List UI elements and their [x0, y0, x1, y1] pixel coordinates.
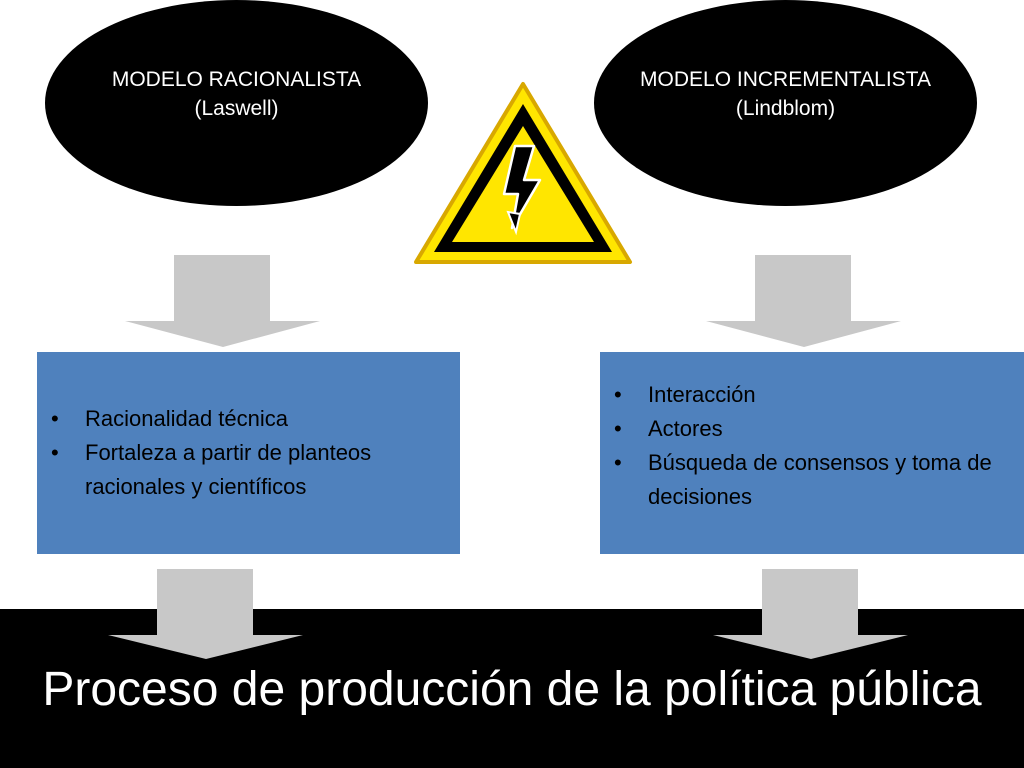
list-item-text: Interacción	[648, 382, 756, 407]
public-policy-process-title: Proceso de producción de la política púb…	[42, 663, 982, 716]
list-item-text: Búsqueda de consensos y toma de decision…	[648, 450, 992, 509]
bullet-icon: •	[51, 406, 59, 431]
incrementalist-bullet-list: • Interacción • Actores • Búsqueda de co…	[614, 378, 1024, 514]
list-item: • Fortaleza a partir de planteos raciona…	[51, 436, 460, 504]
list-item-text: Racionalidad técnica	[85, 406, 289, 431]
rationalist-bullet-list: • Racionalidad técnica • Fortaleza a par…	[51, 402, 460, 504]
down-arrow-icon	[713, 569, 908, 659]
rationalist-model-author: (Laswell)	[194, 97, 279, 120]
rationalist-model-ellipse: MODELO RACIONALISTA (Laswell)	[45, 0, 428, 206]
list-item: • Racionalidad técnica	[51, 402, 460, 436]
rationalist-characteristics-box: • Racionalidad técnica • Fortaleza a par…	[37, 352, 460, 554]
incrementalist-characteristics-box: • Interacción • Actores • Búsqueda de co…	[600, 352, 1024, 554]
bullet-icon: •	[614, 416, 622, 441]
high-voltage-warning-icon	[414, 82, 632, 264]
rationalist-model-title: MODELO RACIONALISTA	[111, 67, 362, 91]
incrementalist-model-author: (Lindblom)	[735, 97, 836, 120]
incrementalist-model-title: MODELO INCREMENTALISTA	[640, 67, 931, 91]
list-item: • Interacción	[614, 378, 1024, 412]
list-item: • Búsqueda de consensos y toma de decisi…	[614, 446, 1024, 514]
incrementalist-model-ellipse: MODELO INCREMENTALISTA (Lindblom)	[594, 0, 977, 206]
bullet-icon: •	[614, 450, 622, 475]
down-arrow-icon	[108, 569, 303, 659]
list-item-text: Actores	[648, 416, 723, 441]
list-item-text: Fortaleza a partir de planteos racionale…	[85, 440, 372, 499]
bullet-icon: •	[614, 382, 622, 407]
down-arrow-icon	[125, 255, 320, 347]
bullet-icon: •	[51, 440, 59, 465]
list-item: • Actores	[614, 412, 1024, 446]
down-arrow-icon	[706, 255, 901, 347]
